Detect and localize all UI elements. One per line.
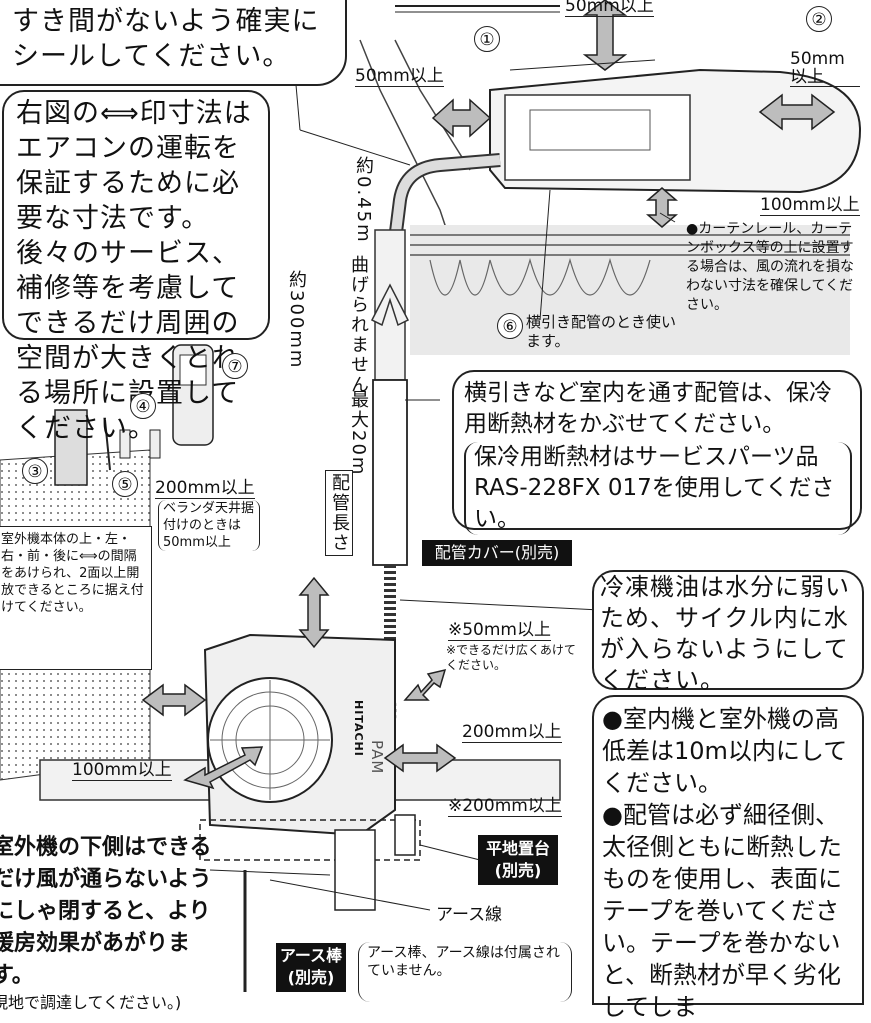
bottom-note-line1: 室外機の下側はできる: [0, 835, 212, 860]
pipe-note-line2: 用断熱材をかぶせてください。: [464, 411, 786, 437]
earth-rod-label-l1: アース棒: [279, 946, 343, 965]
part-5: ⑤: [112, 471, 138, 497]
dim-veranda-text: ベランダ天井据付けのときは50mm以上: [163, 501, 255, 550]
left-note-text: 右図の⟺印寸法はエアコンの運転を保証するために必要な寸法です。後々のサービス、補…: [16, 98, 252, 444]
remote-holder: [54, 409, 88, 486]
dim-pipe-045: 約0.45m: [353, 156, 374, 244]
dim-outdoor-top: 200mm以上: [155, 478, 255, 499]
arrow-right-50: [758, 93, 836, 131]
arrow-down-100: [645, 187, 679, 228]
outdoor-note-text: 室外機本体の上・左・右・前・後に⟺の間隔をあけられ、2面以上開放できるところに据…: [1, 532, 144, 615]
dim-top-50: 50mm以上: [565, 0, 654, 17]
oil-note-text: 冷凍機油は水分に弱いため、サイクル内に水が入らないようにしてください。: [600, 573, 850, 694]
left-dimension-note: 右図の⟺印寸法はエアコンの運転を保証するために必要な寸法です。後々のサービス、補…: [2, 90, 270, 444]
part6-note-text: 横引き配管のとき使います。: [526, 313, 677, 350]
dim-max20: 最大20m: [348, 390, 369, 477]
dim-outdoor-back-sub: ※できるだけ広くあけてください。: [446, 643, 586, 673]
earth-wire-label: アース線: [436, 905, 503, 925]
dim-pipe-length: 配管長さ: [325, 470, 353, 556]
part6-note: 横引き配管のとき使います。: [526, 313, 676, 351]
leader-stand: [419, 844, 481, 861]
arrow-outdoor-front: [183, 746, 264, 790]
leader-earth-wire: [269, 879, 431, 911]
dim-outdoor-left: 100mm以上: [72, 760, 172, 781]
pipe-insulation-note: 横引きなど室内を通す配管は、保冷 用断熱材をかぶせてください。 保冷用断熱材はサ…: [452, 370, 862, 535]
leader-part6: [539, 189, 551, 321]
bottom-note-line3: にしゃ閉すると、より: [0, 899, 211, 924]
part-1: ①: [474, 26, 500, 52]
part-2: ②: [806, 6, 832, 32]
arrow-outdoor-back: [403, 668, 447, 701]
dim-bottom-100: 100mm以上: [760, 195, 860, 216]
arrow-outdoor-left: [141, 683, 207, 717]
dim-right-50-text: 50mm以上: [790, 49, 845, 87]
curtain-note: ●カーテンレール、カーテンボックス等の上に設置する場合は、風の流れを損なわない寸…: [686, 220, 866, 315]
outdoor-spacing-note: 室外機本体の上・左・右・前・後に⟺の間隔をあけられ、2面以上開放できるところに据…: [0, 526, 152, 670]
dim-outdoor-back: ※50mm以上: [448, 620, 551, 641]
model-label: PAM: [368, 740, 386, 775]
stand-leg: [334, 829, 376, 911]
part-7: ⑦: [222, 353, 248, 379]
curtain-folds: [429, 257, 651, 296]
bottom-note-line2: だけ風が通らないよう: [0, 867, 212, 892]
arrow-top-50: [582, 0, 628, 71]
installation-illustration: [0, 0, 862, 992]
dim-pipe-300: 約300mm: [286, 270, 307, 370]
dim-outdoor-front: ※200mm以上: [448, 796, 562, 817]
top-seal-text: すき間がないよう確実にシールしてください。: [12, 6, 320, 72]
bullet-height-diff: ●室内機と室外機の高低差は10m以内にしてください。: [602, 705, 848, 797]
stand-label-l2: (別売): [494, 861, 542, 880]
bullet-insulation: ●配管は必ず細径側、太径側ともに断熱したものを使用し、表面にテープを巻いてくださ…: [602, 801, 842, 1021]
dim-right-50: 50mm以上: [790, 50, 860, 87]
leader-bottom: [209, 869, 331, 876]
stand-label: 平地置台 (別売): [478, 835, 558, 885]
part-4: ④: [130, 393, 156, 419]
dim-veranda: ベランダ天井据付けのときは50mm以上: [158, 500, 260, 551]
dim-outdoor-right: 200mm以上: [462, 722, 562, 743]
pipe-note-line1: 横引きなど室内を通す配管は、保冷: [464, 380, 832, 406]
bottom-note-line5: 現地で調達してください。): [0, 993, 182, 1012]
dim-outdoor-back-sub-text: ※できるだけ広くあけてください。: [446, 643, 576, 672]
earth-rod-label-l2: (別売): [287, 968, 335, 987]
curtain-area: [410, 225, 850, 355]
earth-note: アース棒、アース線は付属されていません。: [358, 942, 572, 1002]
curtain-note-text: ●カーテンレール、カーテンボックス等の上に設置する場合は、風の流れを損なわない寸…: [686, 221, 854, 313]
top-seal-note: すき間がないよう確実にシールしてください。: [0, 0, 347, 86]
earth-rod-label: アース棒 (別売): [276, 943, 346, 992]
height-bullets-box: ●室内機と室外機の高低差は10m以内にしてください。 ●配管は必ず細径側、太径側…: [592, 695, 864, 1021]
pipe-note-paren: 保冷用断熱材はサービスパーツ品RAS-228FX 017を使用してください。: [464, 442, 852, 535]
arrow-outdoor-top: [298, 576, 330, 649]
arrow-left-50: [431, 98, 492, 138]
part-3: ③: [22, 458, 48, 484]
pipe-note-paren-text: 保冷用断熱材はサービスパーツ品RAS-228FX 017を使用してください。: [474, 444, 835, 532]
earth-note-text: アース棒、アース線は付属されていません。: [367, 945, 560, 979]
stand-dashed: [199, 819, 421, 861]
bottom-wind-note: 室外機の下側はできる だけ風が通らないよう にしゃ閉すると、より 暖房効果があが…: [0, 832, 222, 1014]
oil-note: 冷凍機油は水分に弱いため、サイクル内に水が入らないようにしてください。: [592, 570, 864, 694]
mounting-plate: [504, 94, 691, 181]
dim-no-bend: 曲げられません: [348, 255, 369, 395]
stand-label-l1: 平地置台: [485, 839, 550, 858]
brand-label: HITACHI: [352, 700, 365, 757]
leader-oil: [399, 599, 601, 611]
bottom-note-line4: 暖房効果があがります。: [0, 931, 191, 988]
arrow-outdoor-right: [383, 743, 457, 773]
pipe-cover: [372, 379, 408, 566]
pipe-cover-label: 配管カバー(別売): [422, 540, 572, 566]
part-6: ⑥: [497, 313, 523, 339]
curtain-rail: [410, 234, 850, 256]
dim-left-50: 50mm以上: [355, 66, 444, 87]
